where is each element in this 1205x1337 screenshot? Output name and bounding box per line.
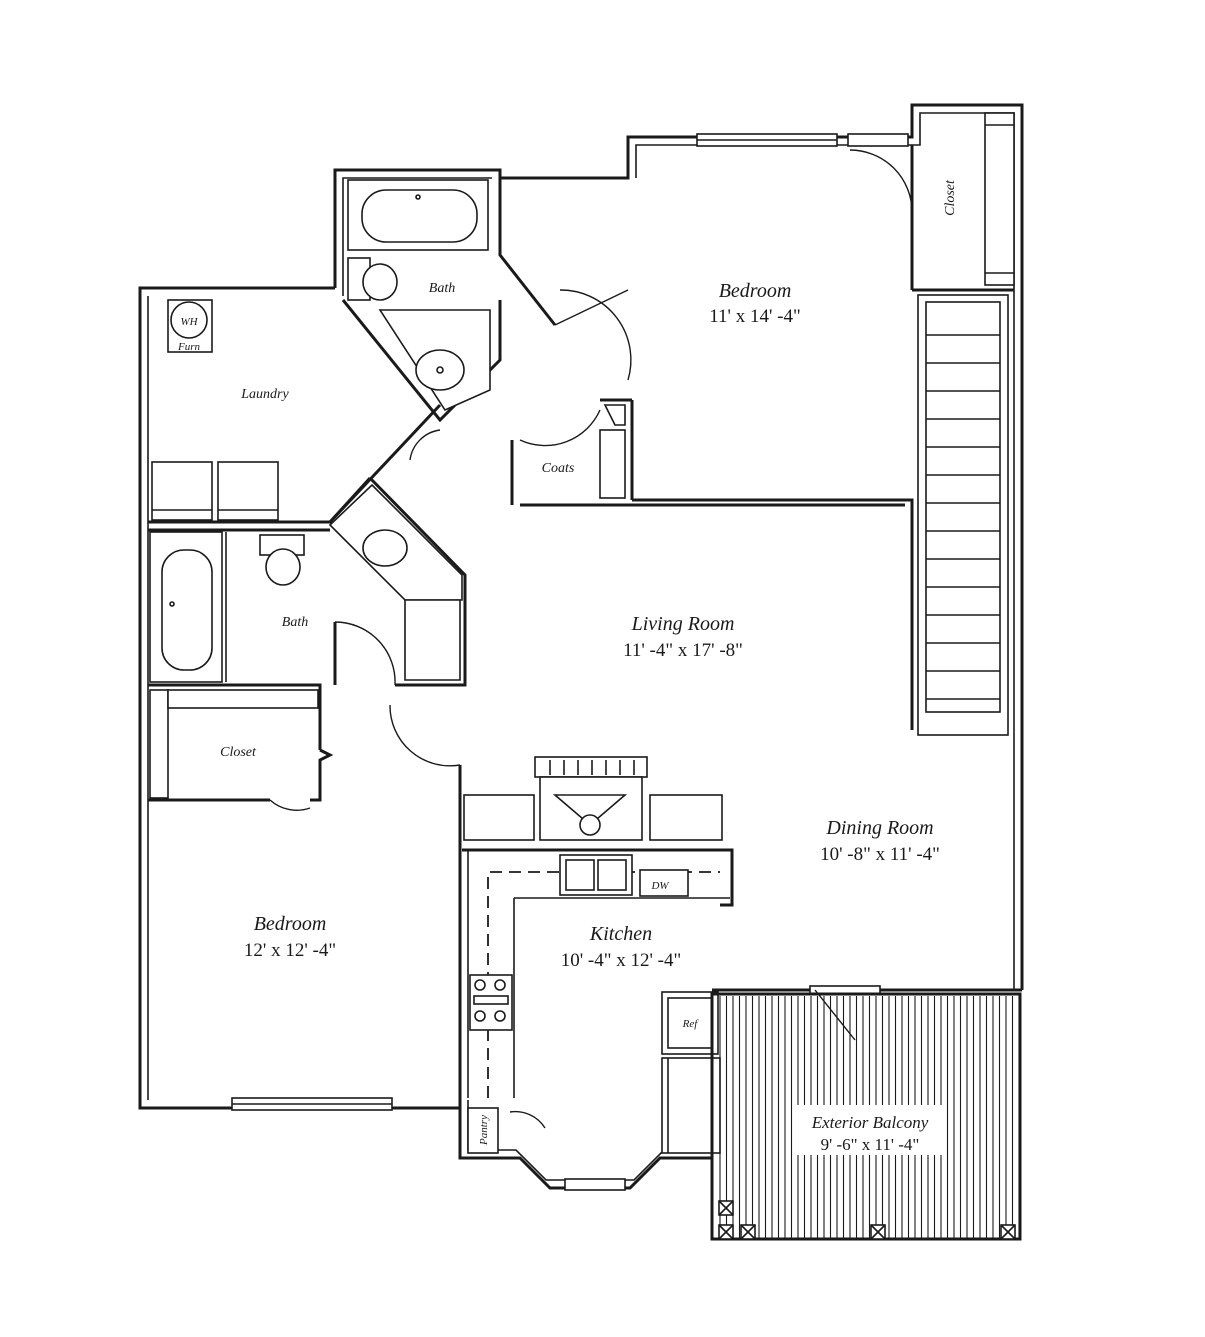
closet-right-shelving — [984, 112, 1015, 286]
deck-post-cross — [870, 1224, 886, 1240]
vanity-top — [378, 309, 491, 412]
bedroom-top-name: Bedroom — [719, 280, 792, 302]
bathtub-top — [347, 179, 489, 251]
balcony-deck — [710, 992, 1022, 1241]
coats-shelving — [599, 404, 626, 499]
closet-left-shelving — [149, 689, 319, 799]
interior-walls — [148, 145, 1014, 1108]
kitchen-name: Kitchen — [589, 923, 652, 945]
balcony-dims: 9' -6" x 11' -4" — [821, 1135, 920, 1154]
exterior-walls — [138, 103, 1024, 1190]
vanity-bottom — [328, 483, 463, 681]
water-heater-label: WH — [180, 316, 198, 328]
kitchen-dims: 10' -4" x 12' -4" — [561, 950, 682, 971]
water-heater-furnace: WH Furn — [167, 299, 213, 353]
furnace-label: Furn — [177, 341, 201, 353]
coats-name: Coats — [542, 461, 575, 476]
bedroom-bottom-name: Bedroom — [254, 913, 327, 935]
bath-bottom-name: Bath — [282, 615, 308, 630]
bedroom-bottom-dims: 12' x 12' -4" — [244, 940, 336, 961]
deck-post-cross — [718, 1200, 734, 1216]
balcony-name: Exterior Balcony — [811, 1113, 929, 1132]
dining-room-name: Dining Room — [825, 817, 933, 839]
bedroom-top-dims: 11' x 14' -4" — [709, 306, 800, 327]
counters — [463, 794, 723, 841]
stairs — [917, 294, 1009, 736]
refrigerator-label: Ref — [682, 1018, 700, 1030]
pantry-name: Pantry — [478, 1115, 490, 1146]
windows — [231, 133, 909, 1191]
closet-right-name: Closet — [943, 179, 958, 216]
room-labels: Bedroom 11' x 14' -4" Bath Laundry Bath … — [220, 179, 958, 1154]
kitchen-counters: DW Ref — [462, 848, 734, 1154]
deck-post-cross — [1000, 1224, 1016, 1240]
door-swings — [269, 149, 913, 1129]
washer-dryer — [151, 461, 279, 521]
dishwasher-label: DW — [650, 880, 669, 892]
laundry-name: Laundry — [240, 387, 289, 402]
toilet-bottom — [259, 534, 305, 586]
fireplace — [534, 756, 648, 841]
closet-left-name: Closet — [220, 745, 257, 760]
deck-post-cross — [740, 1224, 756, 1240]
bathtub-bottom — [149, 531, 227, 683]
living-room-dims: 11' -4" x 17' -8" — [623, 640, 743, 661]
dining-room-dims: 10' -8" x 11' -4" — [820, 844, 940, 865]
living-room-name: Living Room — [631, 613, 735, 635]
bath-top-name: Bath — [429, 281, 455, 296]
toilet-top — [347, 257, 398, 301]
deck-post-cross — [718, 1224, 734, 1240]
